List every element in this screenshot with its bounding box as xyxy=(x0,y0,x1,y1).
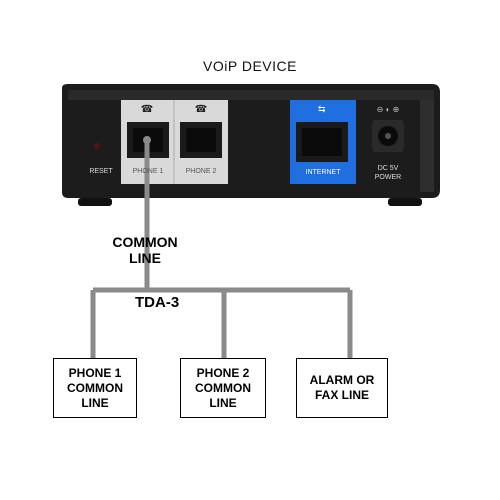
port-1-label: PHONE 1 xyxy=(132,168,164,175)
box-label: PHONE 2 COMMON LINE xyxy=(195,365,251,410)
phone-1-icon: ☎ xyxy=(141,104,153,115)
reset-label: RESET xyxy=(89,168,113,175)
splitter-label: TDA-3 xyxy=(135,294,180,311)
reset-button xyxy=(94,143,100,149)
box-label: ALARM OR FAX LINE xyxy=(309,373,375,402)
phone-2-common-line-box: PHONE 2 COMMON LINE xyxy=(180,358,266,418)
phone-1-common-line-box: PHONE 1 COMMON LINE xyxy=(53,358,137,418)
port-2-label: PHONE 2 xyxy=(185,168,217,175)
network-icon: ⇆ xyxy=(318,104,326,114)
power-label-line-2: POWER xyxy=(374,174,402,181)
voip-device-title: VOiP DEVICE xyxy=(203,58,297,74)
box-label: PHONE 1 COMMON LINE xyxy=(67,365,123,410)
internet-label: INTERNET xyxy=(305,169,341,176)
wiring xyxy=(90,140,353,358)
alarm-or-fax-line-box: ALARM OR FAX LINE xyxy=(296,358,388,418)
voip-device: ☎ ☎ ⇆ ⊖ ◐ ⊕ xyxy=(62,84,440,206)
power-label-line-1: DC 5V xyxy=(377,165,399,172)
power-polarity-icon: ⊖ ◐ ⊕ xyxy=(377,105,400,114)
common-line-label: COMMON LINE xyxy=(112,234,178,266)
phone-2-icon: ☎ xyxy=(195,104,207,115)
